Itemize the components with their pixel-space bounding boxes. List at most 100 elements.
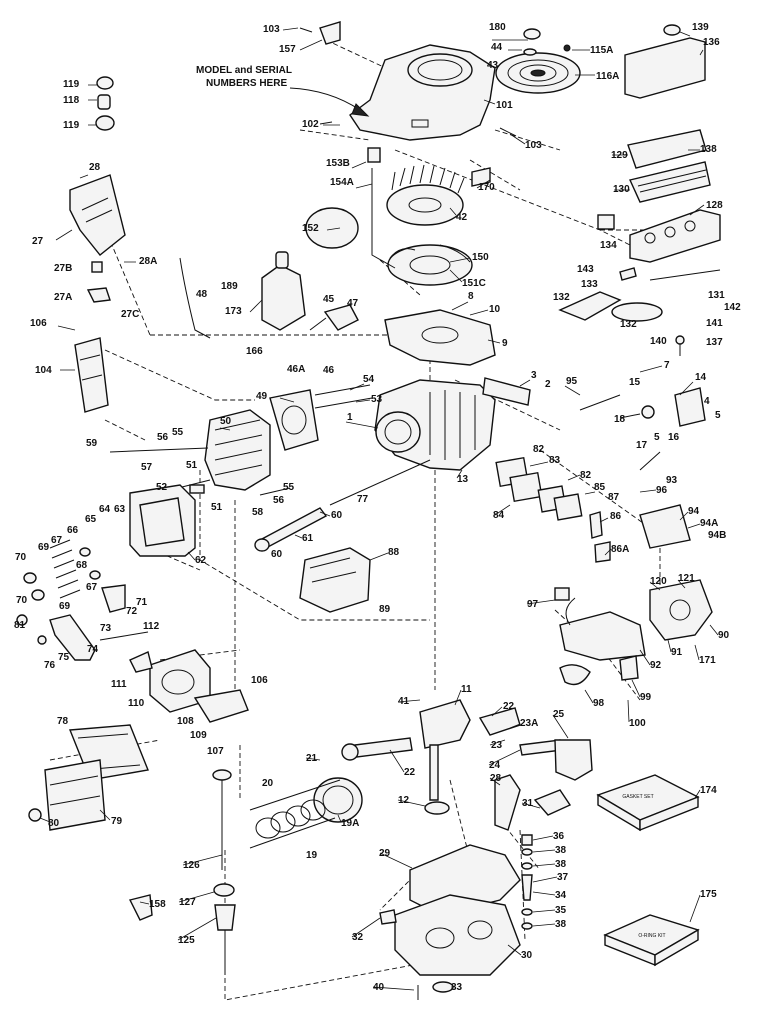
part-number-label: 130 [613,184,630,195]
part-number-label: 23 [491,740,503,751]
part-number-label: 132 [620,319,637,330]
part-number-label: 33 [451,982,463,993]
part-number-label: 143 [577,264,594,275]
part-number-label: 79 [111,816,123,827]
part-number-label: 43 [487,60,499,71]
part-number-label: 27C [121,309,139,320]
part-number-label: 27A [54,292,72,303]
part-number-label: 112 [143,621,160,632]
part-number-label: 95 [566,376,578,387]
part-number-label: 42 [456,212,468,223]
part-number-label: 138 [700,144,717,155]
part-number-label: 76 [44,660,56,671]
part-number-label: 116A [596,71,619,82]
part-number-label: 53 [371,394,383,405]
part-number-label: 106 [251,675,268,686]
muffler-guard [74,337,196,557]
part-number-label: 56 [157,432,169,443]
part-number-label: 5 [654,432,660,443]
part-number-label: 55 [283,482,295,493]
part-number-label: 157 [279,44,296,55]
part-number-label: 8 [468,291,474,302]
part-number-label: 94B [708,530,726,541]
part-number-label: 119 [63,120,80,131]
part-number-label: 151C [462,278,486,289]
part-number-label: 106 [30,318,47,329]
part-number-label: 128 [706,200,723,211]
part-number-label: 97 [527,599,539,610]
part-number-label: 153B [326,158,350,169]
part-number-label: 121 [678,573,695,584]
part-number-label: 102 [302,119,319,130]
part-number-label: 110 [128,698,145,709]
part-number-label: 38 [555,845,567,856]
part-number-label: 22 [503,701,515,712]
part-number-label: 21 [306,753,318,764]
part-number-label: 60 [331,510,343,521]
part-number-label: 73 [100,623,112,634]
part-number-label: 91 [671,647,683,658]
part-number-label: 189 [221,281,238,292]
part-number-label: 20 [262,778,274,789]
part-number-label: 46 [323,365,335,376]
part-number-label: 28 [89,162,101,173]
part-number-label: 141 [706,318,723,329]
valve-train [254,459,431,613]
part-number-label: 46A [287,364,305,375]
part-number-label: 47 [347,298,359,309]
model-serial-note-line-2: NUMBERS HERE [206,78,287,89]
part-number-label: 75 [58,652,70,663]
part-number-label: 27B [54,263,72,274]
part-number-label: 11 [461,684,472,695]
part-number-label: 90 [718,630,730,641]
o-ring-kit-box: O-RING KIT [603,914,700,967]
part-number-label: 108 [177,716,194,727]
part-number-label: 100 [629,718,646,729]
part-number-label: 34 [555,890,567,901]
part-number-label: 30 [521,950,533,961]
part-number-label: 140 [650,336,667,347]
gasket-set-label: GASKET SET [622,794,653,800]
part-number-label: 72 [126,606,138,617]
part-number-label: 180 [489,22,506,33]
part-number-label: 74 [87,644,99,655]
part-number-label: 86A [611,544,629,555]
part-number-label: 174 [700,785,717,796]
part-number-label: 150 [472,252,489,263]
part-number-label: 166 [246,346,263,357]
part-number-label: 127 [179,897,196,908]
part-number-label: 109 [190,730,207,741]
part-number-label: 2 [545,379,551,390]
part-number-label: 9 [502,338,508,349]
part-number-label: 78 [57,716,69,727]
part-number-label: 62 [195,555,207,566]
part-number-label: 37 [557,872,569,883]
part-number-label: 104 [35,365,52,376]
part-number-label: 65 [85,514,97,525]
part-number-label: 15 [629,377,641,388]
leader-lines [39,27,719,991]
part-number-label: 133 [581,279,598,290]
part-number-label: 45 [323,294,335,305]
part-number-label: 67 [86,582,98,593]
part-number-label: 154A [330,177,354,188]
part-number-label: 31 [522,798,534,809]
intake-and-carburetor [495,394,713,686]
part-number-label: 12 [398,795,410,806]
part-number-label: 139 [692,22,709,33]
part-number-label: 125 [178,935,195,946]
part-number-label: 27 [32,236,44,247]
part-number-label: 71 [136,597,148,608]
part-number-label: 131 [708,290,725,301]
part-number-label: 111 [111,679,127,690]
part-number-label: 171 [699,655,716,666]
ignition-coil [129,649,249,723]
part-number-label: 94 [688,506,700,517]
part-number-label: 4 [704,396,710,407]
part-number-label: 57 [141,462,153,473]
part-number-label: 77 [357,494,369,505]
part-number-label: 28A [139,256,157,267]
part-number-label: 118 [63,95,80,106]
part-number-label: 58 [252,507,264,518]
